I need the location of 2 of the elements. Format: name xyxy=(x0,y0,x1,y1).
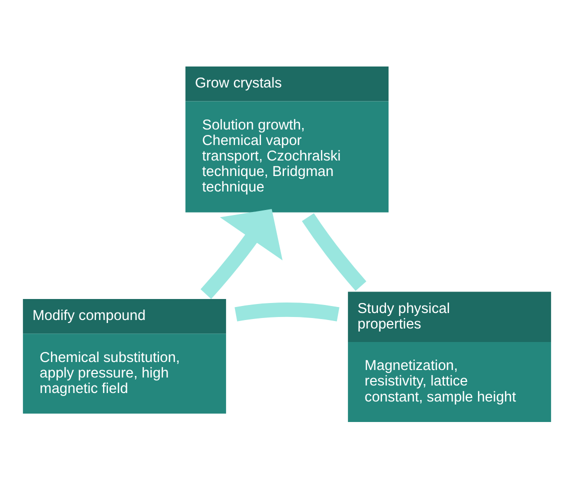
arrow xyxy=(200,209,283,299)
connector xyxy=(302,213,366,291)
